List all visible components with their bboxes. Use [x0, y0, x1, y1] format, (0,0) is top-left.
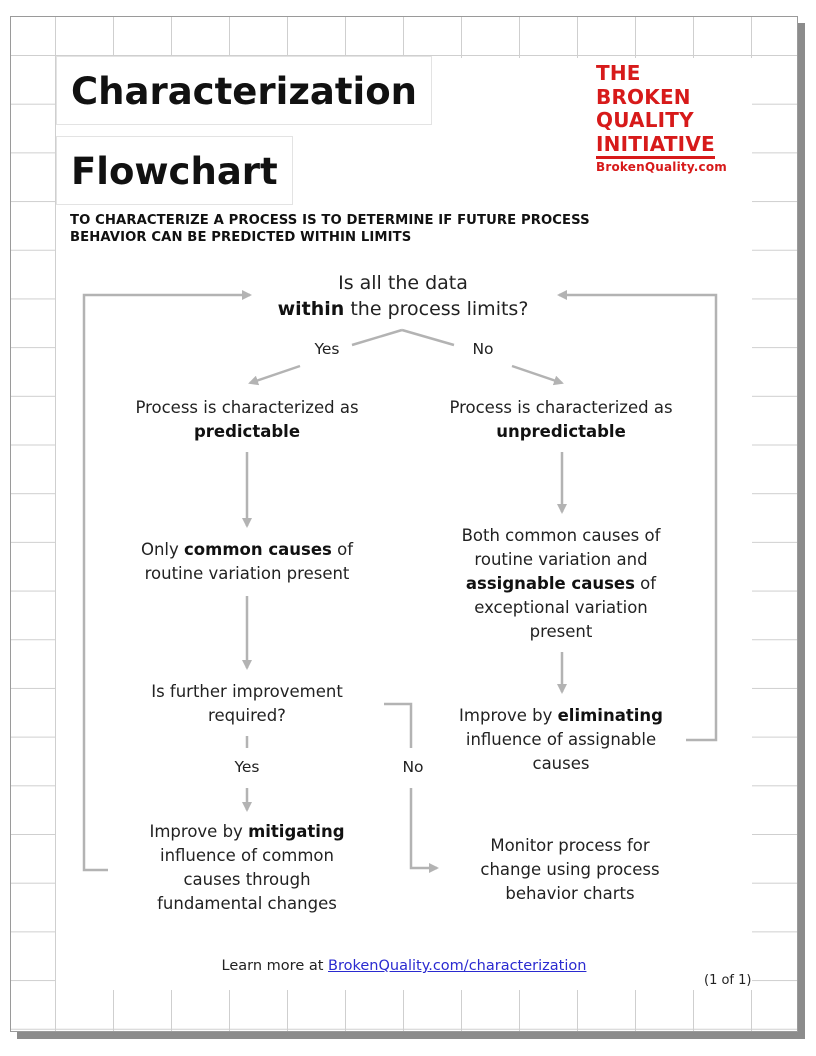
node-eliminating: Improve by eliminating influence of assi…: [414, 704, 708, 776]
node-common-causes: Only common causes of routine variation …: [100, 538, 394, 586]
label-yes-top: Yes: [314, 340, 340, 358]
monitor-line-1: Monitor process for: [490, 836, 650, 855]
node-further-improvement: Is further improvement required?: [100, 680, 394, 728]
brand-line-2: BROKEN: [596, 84, 691, 109]
arrow-yes-to-predictable: [248, 364, 301, 386]
both-bold: assignable causes: [465, 574, 635, 593]
predictable-line-1: Process is characterized as: [135, 398, 359, 417]
title-line-2: Flowchart: [56, 136, 293, 205]
mitigate-line-4: fundamental changes: [157, 894, 337, 913]
label-yes-bottom: Yes: [234, 758, 260, 776]
node-unpredictable: Process is characterized as unpredictabl…: [414, 396, 708, 444]
unpredictable-line-1: Process is characterized as: [449, 398, 673, 417]
mitigate-pre: Improve by: [149, 822, 249, 841]
monitor-line-3: behavior charts: [505, 884, 635, 903]
brand-line-1: THE: [596, 61, 641, 85]
mitigate-bold: mitigating: [248, 822, 345, 841]
eliminate-bold: eliminating: [557, 706, 663, 725]
subtitle-line-2: BEHAVIOR CAN BE PREDICTED WITHIN LIMITS: [70, 230, 412, 245]
node-mitigating: Improve by mitigating influence of commo…: [100, 820, 394, 916]
common-pre: Only: [140, 540, 185, 559]
page-number: (1 of 1): [704, 973, 752, 988]
subtitle: TO CHARACTERIZE A PROCESS IS TO DETERMIN…: [70, 212, 710, 246]
brand-line-4: INITIATIVE: [596, 132, 715, 159]
arrow-further-to-no: [384, 702, 413, 748]
arrow-no-to-unpredictable: [511, 364, 564, 386]
both-line-1: Both common causes of: [461, 526, 661, 545]
arrow-top-to-yes: [351, 328, 403, 347]
footer-text: Learn more at: [221, 958, 329, 974]
decision-within-limits: Is all the data within the process limit…: [220, 270, 586, 322]
arrow-no-to-monitor: [409, 788, 439, 873]
label-no-top: No: [472, 340, 494, 358]
unpredictable-bold: unpredictable: [496, 422, 626, 441]
both-post: of: [634, 574, 657, 593]
common-bold: common causes: [184, 540, 332, 559]
brand-line-3: QUALITY: [596, 108, 694, 132]
brand-url: BrokenQuality.com: [596, 160, 727, 174]
brand-logo: THE BROKEN QUALITY INITIATIVE BrokenQual…: [596, 61, 746, 175]
eliminate-line-2: influence of assignable: [465, 730, 657, 749]
mitigate-line-3: causes through: [183, 870, 311, 889]
node-both-causes: Both common causes of routine variation …: [414, 524, 708, 644]
label-no-bottom: No: [402, 758, 424, 776]
both-line-4: exceptional variation: [474, 598, 648, 617]
arrow-mitigate-loop: [82, 290, 252, 872]
both-line-2: routine variation and: [474, 550, 648, 569]
decision-bold: within: [277, 298, 345, 320]
predictable-bold: predictable: [193, 422, 301, 441]
decision-line-1: Is all the data: [338, 272, 468, 294]
content-panel: [56, 58, 752, 990]
footer: Learn more at BrokenQuality.com/characte…: [56, 958, 752, 974]
decision-rest: the process limits?: [344, 298, 529, 320]
eliminate-pre: Improve by: [459, 706, 558, 725]
arrow-top-to-no: [401, 328, 455, 347]
both-line-5: present: [529, 622, 593, 641]
title-line-1: Characterization: [56, 56, 432, 125]
eliminate-line-3: causes: [532, 754, 590, 773]
arrow-eliminate-loop: [557, 290, 718, 742]
node-monitor: Monitor process for change using process…: [430, 834, 710, 906]
further-line-1: Is further improvement: [151, 682, 343, 701]
node-predictable: Process is characterized as predictable: [100, 396, 394, 444]
common-post: of: [331, 540, 354, 559]
footer-link[interactable]: BrokenQuality.com/characterization: [328, 958, 587, 974]
subtitle-line-1: TO CHARACTERIZE A PROCESS IS TO DETERMIN…: [70, 213, 590, 228]
monitor-line-2: change using process: [480, 860, 660, 879]
mitigate-line-2: influence of common: [160, 846, 334, 865]
common-line-2: routine variation present: [144, 564, 350, 583]
further-line-2: required?: [208, 706, 286, 725]
